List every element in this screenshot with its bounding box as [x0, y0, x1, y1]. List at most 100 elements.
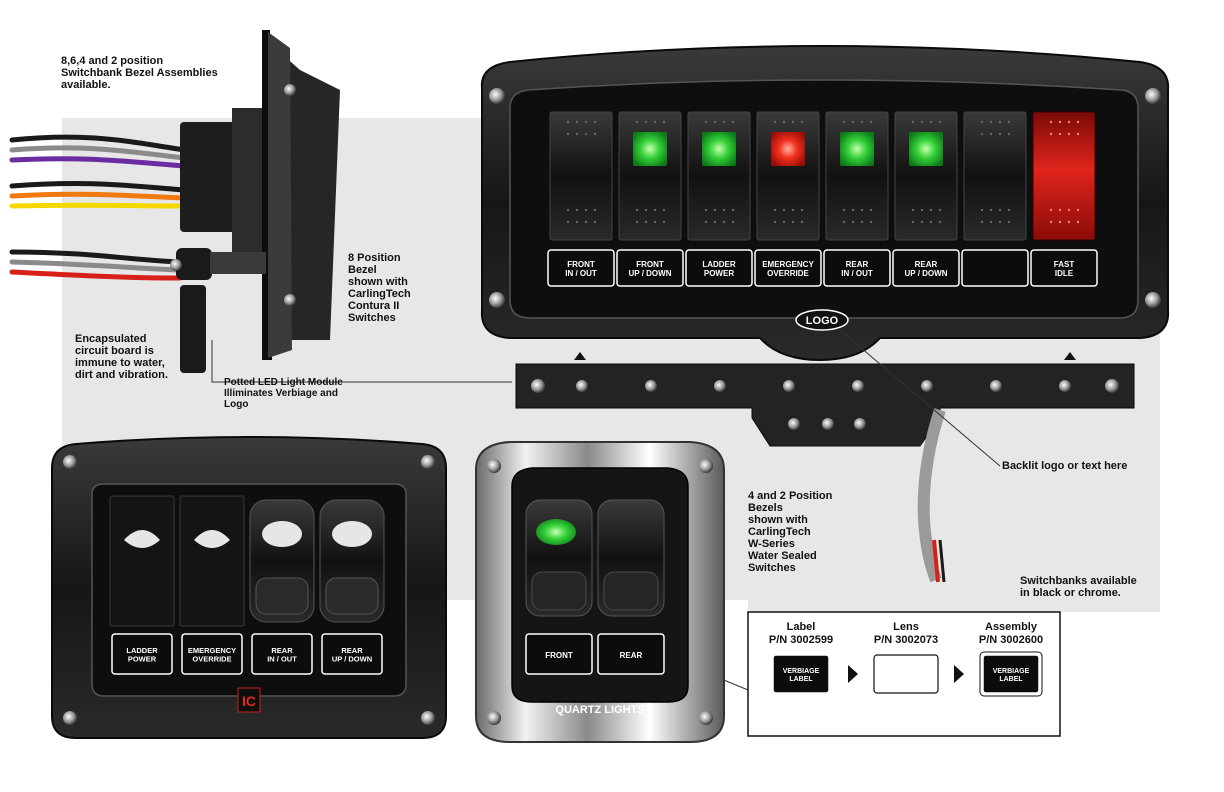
label-line-1: FRONT — [636, 260, 664, 269]
led-icon — [788, 418, 800, 430]
label-line-2: LABEL — [999, 676, 1023, 683]
note-line: Illiminates Verbiage and — [224, 388, 338, 399]
label-line-2: UP / DOWN — [332, 655, 372, 664]
finish-note: Switchbanks available in black or chrome… — [1020, 575, 1137, 599]
note-line: circuit board is — [75, 345, 154, 357]
screw-icon — [63, 455, 77, 469]
screw-icon — [1145, 292, 1161, 308]
wire-bundle — [9, 134, 188, 281]
led-icon — [645, 380, 657, 392]
green-led-icon — [633, 132, 667, 166]
label-line-2: LABEL — [789, 676, 813, 683]
two-switch-1[interactable]: FRONT — [525, 499, 593, 675]
note-line: Bezel — [348, 264, 377, 276]
logo-text: LOGO — [806, 315, 839, 327]
label-line-1: REAR — [271, 646, 293, 655]
led-icon — [921, 380, 933, 392]
green-led-icon — [536, 519, 576, 545]
lens-icon — [873, 654, 939, 694]
label-line-1: LADDER — [126, 646, 158, 655]
screw-icon — [699, 459, 713, 473]
arrow-right-icon — [848, 665, 858, 683]
encapsulated-note: Encapsulated circuit board is immune to … — [75, 333, 168, 381]
label-line-2: POWER — [128, 655, 157, 664]
two-switch-2[interactable]: REAR — [597, 499, 665, 675]
label-line-1: REAR — [915, 260, 938, 269]
switch-label: FRONT — [525, 633, 593, 675]
label-line-1: VERBIAGE — [783, 668, 820, 675]
part-title: Label — [787, 621, 816, 633]
note-line: Switches — [348, 312, 396, 324]
four-two-note: 4 and 2 Position Bezels shown with Carli… — [748, 490, 832, 574]
note-line: 8,6,4 and 2 position — [61, 55, 164, 67]
screw-icon — [487, 459, 501, 473]
label-line-1: REAR — [846, 260, 869, 269]
red-led-icon — [771, 132, 805, 166]
note-line: shown with — [748, 514, 808, 526]
switch-7[interactable] — [961, 111, 1029, 287]
led-icon — [783, 380, 795, 392]
label-line-2: POWER — [704, 269, 734, 278]
two-bezel-brand: QUARTZ LIGHTS — [555, 704, 644, 716]
led-icon — [990, 380, 1002, 392]
backlit-note: Backlit logo or text here — [1002, 460, 1127, 472]
note-line: Bezels — [748, 502, 783, 514]
note-line: available. — [61, 79, 111, 91]
led-module-note: Potted LED Light Module Illiminates Verb… — [224, 377, 343, 410]
part-number: P/N 3002073 — [874, 634, 938, 646]
led-icon — [854, 418, 866, 430]
label-line-2: UP / DOWN — [629, 269, 672, 278]
green-led-icon — [702, 132, 736, 166]
label-line-1: EMERGENCY — [188, 646, 236, 655]
note-line: shown with — [348, 276, 408, 288]
note-line: Switches — [748, 562, 796, 574]
screw-icon — [421, 711, 435, 725]
arrow-right-icon — [954, 665, 964, 683]
part-title: Assembly — [985, 621, 1038, 633]
note-line: Water Sealed — [748, 550, 817, 562]
led-icon — [1059, 380, 1071, 392]
label-line-2: IN / OUT — [841, 269, 873, 278]
switch-label — [961, 249, 1029, 287]
led-light-module — [515, 363, 1135, 583]
note-line: CarlingTech — [748, 526, 811, 538]
note-line: Potted LED Light Module — [224, 377, 343, 388]
label-line-1: LADDER — [702, 260, 736, 269]
note-line: immune to water, — [75, 357, 165, 369]
screw-icon — [63, 711, 77, 725]
side-view-assembly — [9, 30, 340, 373]
led-icon — [714, 380, 726, 392]
label-line-1: EMERGENCY — [762, 260, 814, 269]
label-line-1: VERBIAGE — [993, 668, 1030, 675]
note-line: in black or chrome. — [1020, 587, 1121, 599]
screw-icon — [699, 711, 713, 725]
